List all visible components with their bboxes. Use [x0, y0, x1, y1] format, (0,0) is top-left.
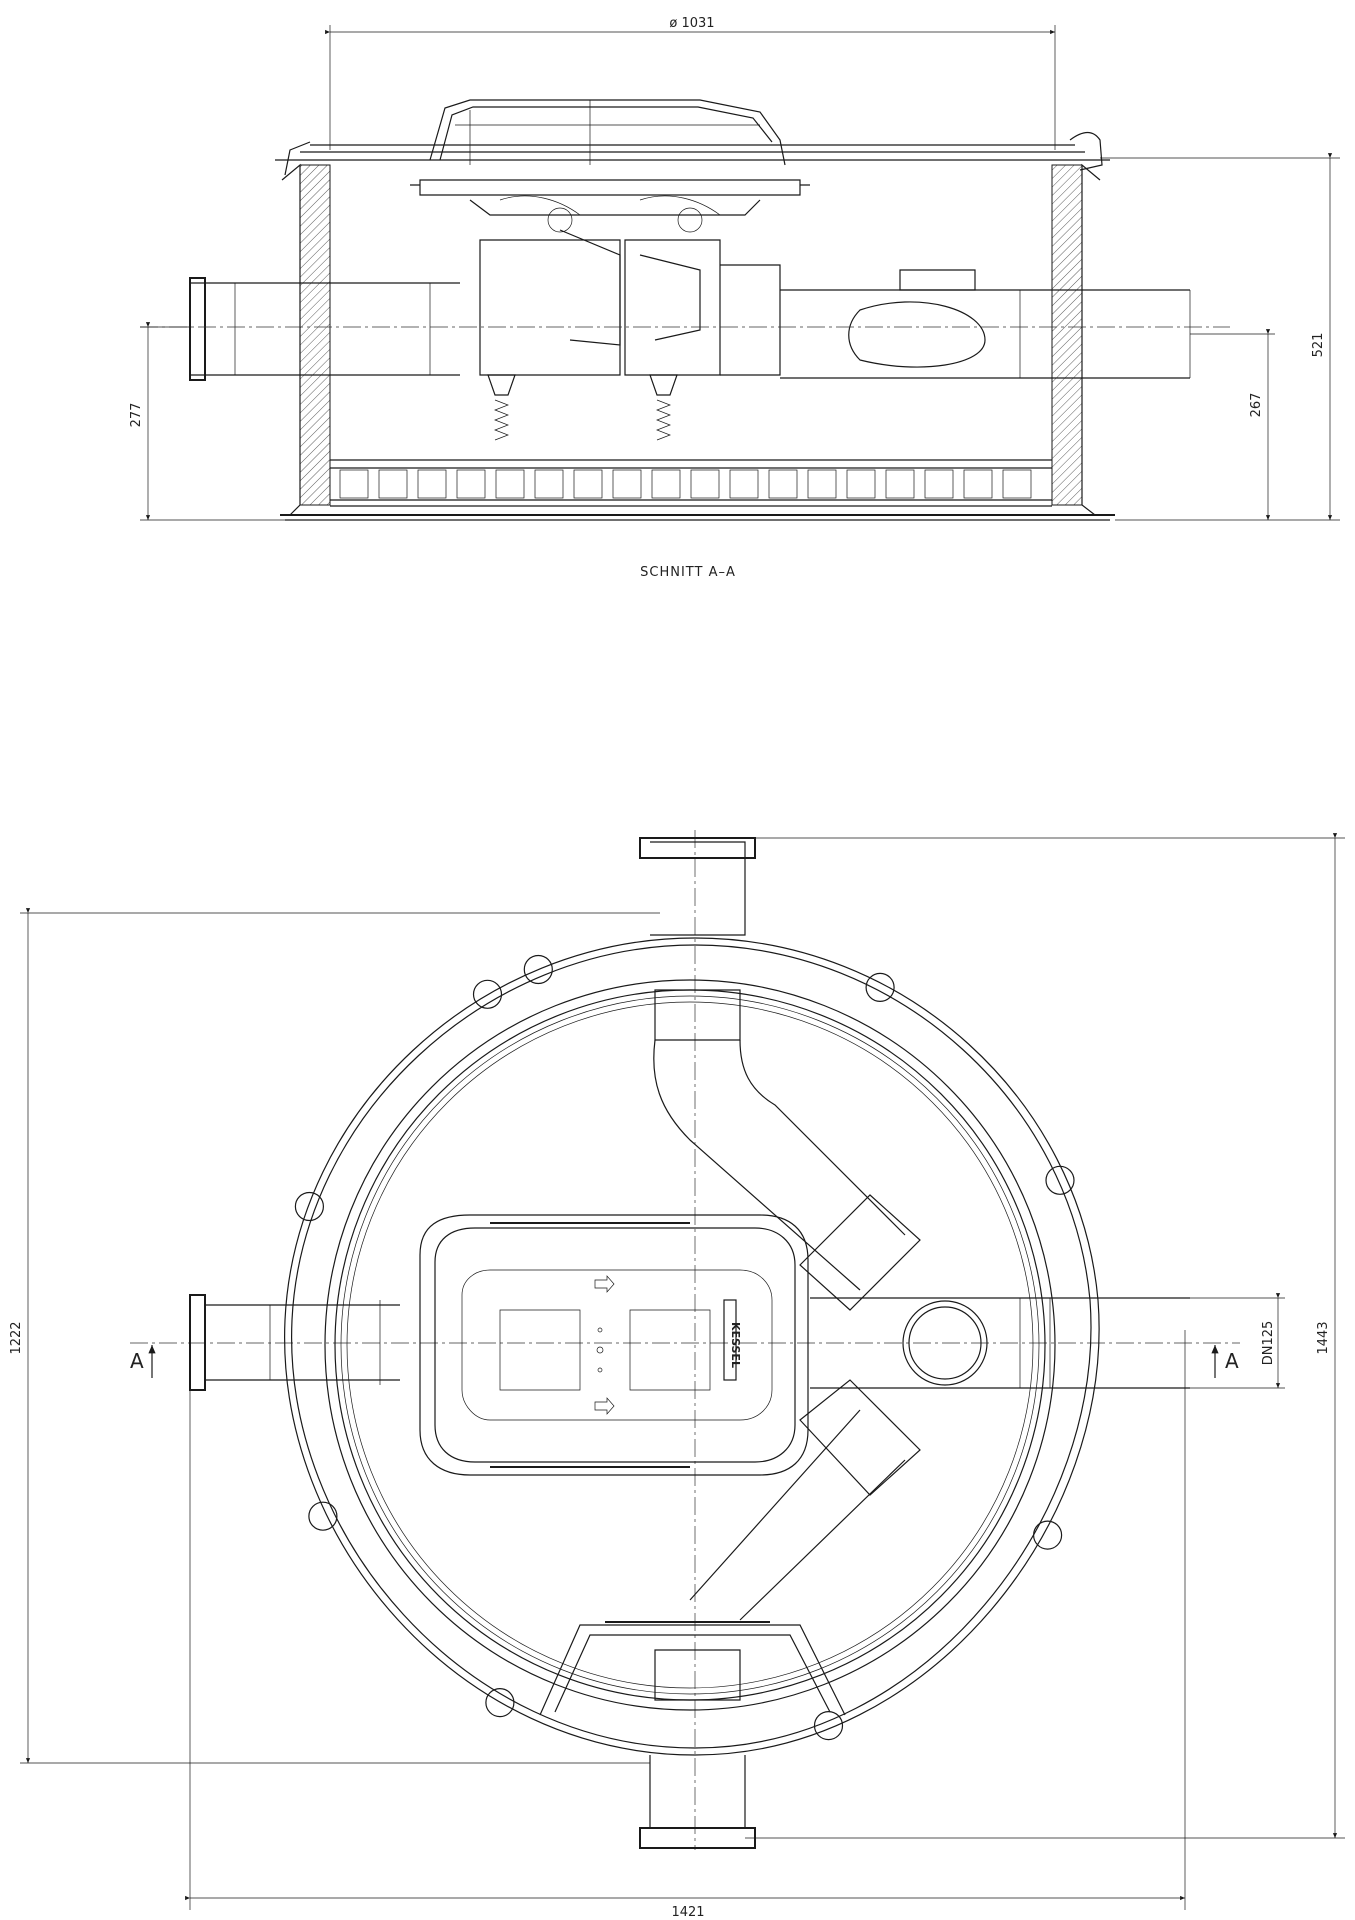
mounting-lug: [294, 1191, 324, 1222]
svg-text:A: A: [1225, 1349, 1239, 1373]
mounting-lug: [523, 954, 553, 985]
support-feet: [487, 374, 678, 441]
svg-text:A: A: [130, 1349, 144, 1373]
diameter-label: ø 1031: [669, 16, 714, 31]
handle: [539, 1621, 846, 1716]
base-rib: [378, 469, 408, 499]
base-rib: [807, 469, 837, 499]
inlet-height-label: 277: [129, 403, 144, 428]
plan-view: 1421 1222 1443 DN125 A A: [9, 830, 1345, 1920]
base-rib: [1002, 469, 1032, 499]
base-rib: [846, 469, 876, 499]
top-pipe: [639, 837, 906, 1291]
base-rib: [651, 469, 681, 499]
plan-dimensions: 1421 1222 1443 DN125: [9, 833, 1345, 1920]
lid: [410, 99, 810, 196]
mounting-lug: [813, 1710, 844, 1741]
base-rib: [456, 469, 486, 499]
section-view: ø 1031: [129, 16, 1340, 580]
base-rib: [963, 469, 993, 499]
mounting-lug: [308, 1501, 338, 1531]
mounting-lug: [1045, 1165, 1075, 1195]
overall-width-label: 1421: [671, 1905, 704, 1920]
section-caption: SCHNITT A–A: [640, 565, 736, 580]
diameter-dimension: ø 1031: [325, 16, 1056, 150]
pipes: [140, 269, 1230, 381]
base-rib: [690, 469, 720, 499]
base-rib: [729, 469, 759, 499]
outlet-height-label: 267: [1249, 393, 1264, 418]
pipe-sleeves: [799, 1194, 921, 1496]
base-rib: [612, 469, 642, 499]
base-ribs: [330, 459, 1052, 507]
base-rib: [417, 469, 447, 499]
base-rib: [495, 469, 525, 499]
bottom-pipe: [639, 1409, 906, 1849]
base-rib: [924, 469, 954, 499]
mounting-lug: [1032, 1520, 1063, 1550]
section-marker-right: A: [1211, 1345, 1239, 1378]
tank-body: [284, 937, 1100, 1756]
base-rib: [885, 469, 915, 499]
lid-plate: KESSEL: [419, 1214, 809, 1476]
base-rib: [573, 469, 603, 499]
overall-height-label: 1443: [1316, 1321, 1331, 1354]
body-height-label: 1222: [9, 1321, 24, 1354]
right-outlet: [810, 1297, 1190, 1389]
total-height-label: 521: [1311, 333, 1326, 358]
height-dimensions: 521 267 277: [129, 153, 1340, 521]
left-inlet: [189, 1294, 400, 1391]
mounting-lug: [485, 1687, 515, 1718]
tank-walls: [275, 131, 1115, 521]
mounting-lug: [472, 979, 503, 1009]
mounting-lug: [865, 972, 895, 1003]
logo-text: KESSEL: [729, 1322, 742, 1368]
section-marker-left: A: [130, 1345, 156, 1378]
pipe-size-label: DN125: [1261, 1321, 1276, 1366]
internal-chamber: [469, 195, 781, 376]
base-rib: [534, 469, 564, 499]
base-rib: [768, 469, 798, 499]
base-rib: [339, 469, 369, 499]
